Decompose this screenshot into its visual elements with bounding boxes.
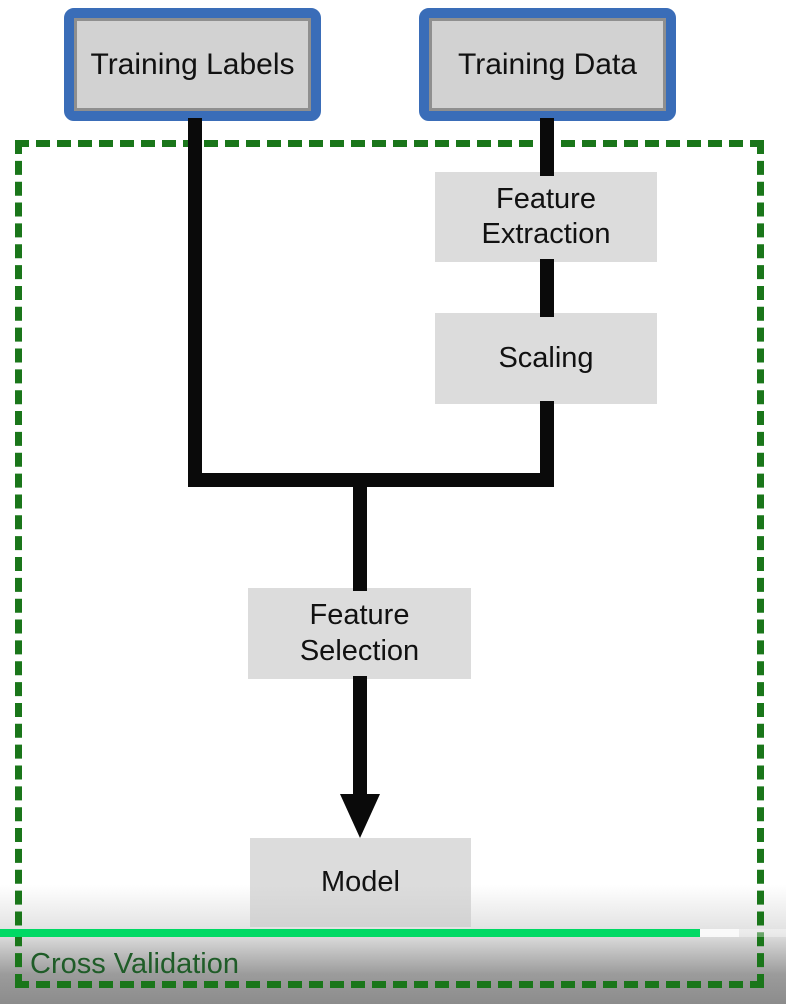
connector-merge-horizontal <box>188 473 554 487</box>
video-progress-played <box>0 929 700 937</box>
cross-validation-container <box>15 140 764 988</box>
connector-scaling-down <box>540 401 554 487</box>
node-feature-selection-label: Feature Selection <box>299 599 420 667</box>
node-training-data-label: Training Data <box>458 47 637 81</box>
node-scaling-label: Scaling <box>498 341 594 374</box>
arrow-down-icon <box>340 794 380 838</box>
node-feature-selection: Feature Selection <box>248 588 471 679</box>
connector-merge-to-selection <box>353 485 367 591</box>
connector-training-labels-down <box>188 118 202 487</box>
node-scaling: Scaling <box>435 313 657 404</box>
cross-validation-label: Cross Validation <box>30 948 240 980</box>
node-training-labels: Training Labels <box>64 8 321 121</box>
node-feature-extraction-label: Feature Extraction <box>481 182 611 250</box>
connector-extraction-to-scaling <box>540 259 554 317</box>
node-training-data: Training Data <box>419 8 676 121</box>
connector-selection-to-model-shaft <box>353 676 367 798</box>
node-training-labels-label: Training Labels <box>90 47 295 81</box>
connector-training-data-to-extraction <box>540 118 554 176</box>
node-feature-extraction: Feature Extraction <box>435 172 657 262</box>
